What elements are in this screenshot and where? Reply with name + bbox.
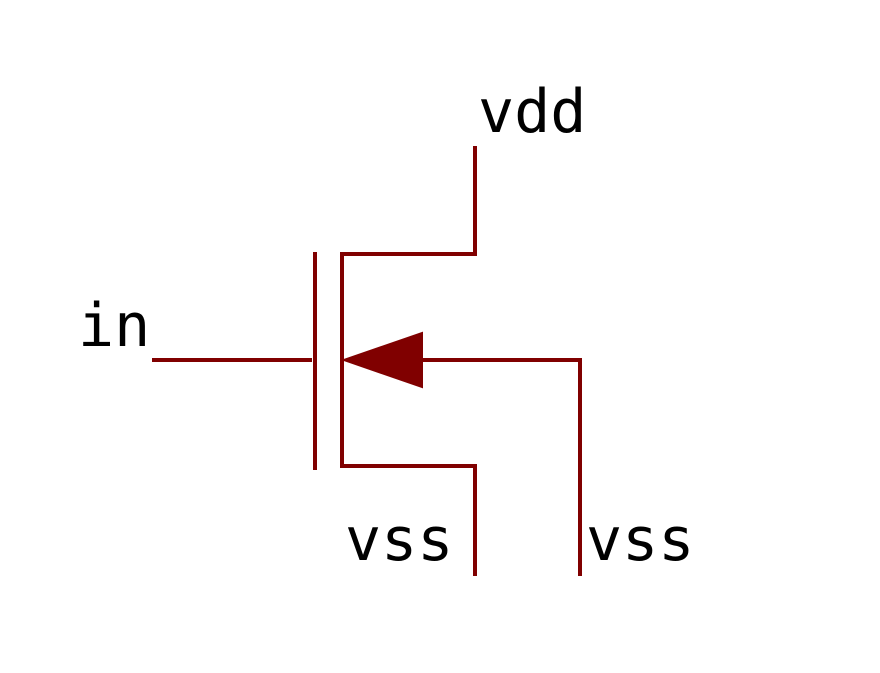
- drain-wire: [340, 146, 477, 256]
- source-label: vss: [345, 505, 453, 575]
- gate-label: in: [78, 291, 150, 361]
- bulk-wire: [422, 358, 582, 576]
- bulk-arrow: [340, 331, 423, 389]
- drain-label: vdd: [478, 77, 586, 147]
- source-wire: [340, 464, 477, 576]
- bulk-label: vss: [586, 505, 694, 575]
